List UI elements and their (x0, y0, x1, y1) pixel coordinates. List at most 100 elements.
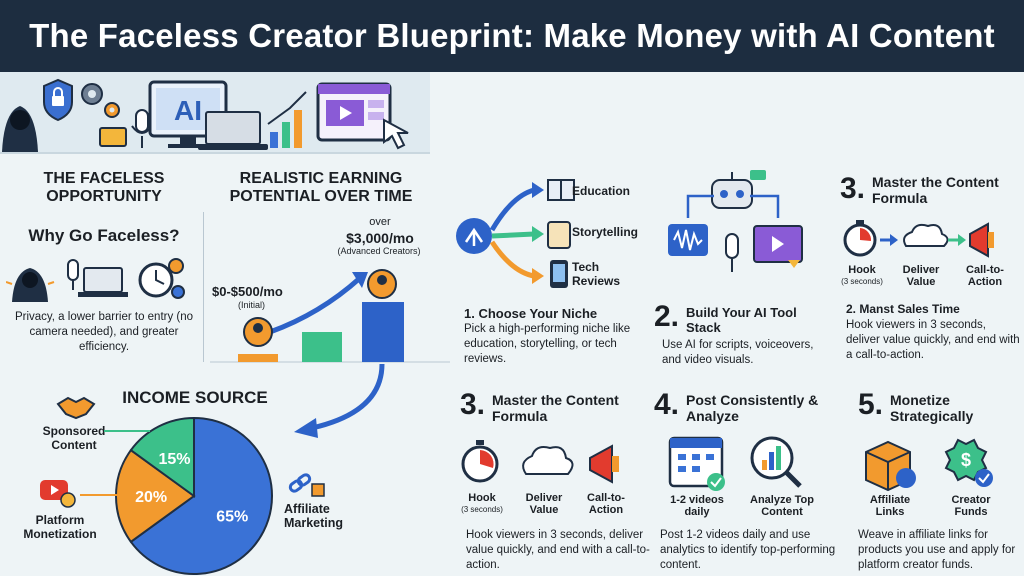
magnifier-chart-icon (750, 436, 802, 488)
creator-avatar-icon (243, 317, 273, 347)
sponsored-connector (104, 430, 150, 432)
niche-item-tech: Tech Reviews (572, 260, 621, 288)
formula-top-sub: 2. Manst Sales Time (846, 302, 960, 316)
svg-text:AI: AI (174, 95, 202, 126)
growth-chart-icon (267, 91, 307, 148)
why-faceless-heading: Why Go Faceless? (28, 226, 180, 245)
money-badge-icon: $ (944, 438, 993, 487)
folder-icon (99, 127, 127, 147)
monetize-affiliate-label: Affiliate Links (869, 494, 911, 518)
formula-bottom-hook-note: (3 seconds) (461, 505, 503, 514)
low-earning-note: (Initial) (238, 300, 266, 310)
gear-icon (81, 83, 120, 118)
earning-chart (210, 214, 450, 364)
flow-arrow (272, 362, 402, 442)
high-earning-over: over (369, 216, 391, 228)
pie-slice-label: 15% (159, 451, 191, 468)
affiliate-label: Affiliate Marketing (284, 502, 344, 530)
robot-icon (711, 170, 766, 209)
book-icon (547, 179, 575, 201)
stack-text: Use AI for scripts, voiceovers, and vide… (662, 339, 814, 366)
microphone-icon (725, 233, 739, 272)
niche-text: Pick a high-performing niche like educat… (464, 323, 631, 365)
laptop-icon (198, 111, 268, 150)
niche-heading: 1. Choose Your Niche (464, 306, 598, 321)
opportunity-heading: THE FACELESS OPPORTUNITY (43, 170, 165, 206)
video-window-icon (316, 82, 392, 142)
earning-heading: REALISTIC EARNING POTENTIAL OVER TIME (229, 170, 413, 206)
header-banner: AI (0, 72, 430, 154)
formula-bottom-text: Hook viewers in 3 seconds, deliver value… (466, 529, 650, 571)
post-icons (664, 432, 834, 492)
divider (203, 212, 204, 362)
hooded-figure-icon (6, 268, 55, 302)
clock-gear-icon (138, 258, 185, 299)
pie-slice (129, 416, 195, 498)
initial-bar (238, 354, 278, 362)
post-analyze-label: Analyze Top Content (750, 494, 814, 518)
sponsored-label: Sponsored Content (42, 424, 106, 452)
formula-top-text: Hook viewers in 3 seconds, deliver value… (846, 319, 1020, 361)
scroll-icon (547, 221, 571, 249)
post-daily-label: 1-2 videos daily (670, 494, 724, 518)
youtube-coin-icon (38, 478, 78, 508)
niche-diagram (452, 176, 642, 296)
formula-top-hook: Hook (848, 264, 876, 276)
video-player-icon (753, 225, 803, 268)
monetize-heading: Monetize Strategically (890, 392, 974, 425)
formula-bottom-heading: Master the Content Formula (492, 392, 619, 425)
platform-label: Platform Monetization (23, 513, 97, 541)
mid-bar (302, 332, 342, 362)
soundwave-icon (668, 224, 708, 256)
advanced-bar (362, 302, 404, 362)
high-earning-value: $3,000/mo (346, 230, 414, 246)
thought-cloud-icon (903, 223, 949, 247)
microphone-laptop-icon (67, 259, 128, 297)
link-box-icon (288, 472, 328, 502)
stopwatch-icon (843, 220, 877, 257)
cursor-hand-icon (383, 118, 409, 150)
formula-top-icons (838, 214, 1018, 262)
formula-bottom-deliver: Deliver Value (525, 492, 563, 516)
low-earning-value: $0-$500/mo (212, 284, 283, 299)
ai-stack-diagram (654, 168, 814, 280)
stack-number: 2. (654, 300, 680, 333)
post-heading: Post Consistently & Analyze (686, 392, 819, 425)
formula-top-heading: Master the Content Formula (872, 174, 999, 207)
niche-item-education: Education (572, 184, 631, 198)
formula-bottom-hook: Hook (468, 492, 496, 504)
split-arrow-icon (464, 227, 484, 246)
package-cart-icon (865, 440, 916, 492)
page-title: The Faceless Creator Blueprint: Make Mon… (0, 0, 1024, 72)
handshake-icon (56, 392, 96, 422)
hooded-figure-icon (2, 106, 38, 152)
monetize-number: 5. (858, 388, 884, 421)
calendar-icon (668, 436, 725, 491)
phone-icon (550, 260, 568, 288)
pie-slice-label: 20% (135, 489, 167, 506)
platform-connector (80, 494, 120, 496)
megaphone-icon (589, 444, 619, 484)
megaphone-icon (969, 222, 994, 258)
formula-bottom-cta: Call-to-Action (587, 492, 625, 516)
formula-top-hook-note: (3 seconds) (841, 277, 883, 286)
formula-bottom-icons (458, 434, 638, 490)
stack-heading: Build Your AI Tool Stack (686, 305, 797, 335)
opportunity-text: Privacy, a lower barrier to entry (no ca… (14, 311, 194, 353)
thought-cloud-icon (522, 446, 574, 475)
shield-lock-icon (43, 78, 73, 122)
formula-top-number: 3. (840, 172, 866, 205)
formula-top-cta: Call-to-Action (966, 264, 1004, 288)
income-heading: INCOME SOURCE (122, 388, 268, 407)
why-icons (6, 254, 202, 302)
income-pie-chart: 65% 20% 15% (104, 408, 284, 576)
svg-text:$: $ (961, 450, 971, 470)
advanced-avatar-icon (367, 269, 397, 299)
formula-top-deliver: Deliver Value (902, 264, 940, 288)
stopwatch-icon (461, 440, 499, 483)
pie-slice-label: 65% (216, 508, 248, 525)
pie-slice (129, 416, 273, 575)
high-earning-note: (Advanced Creators) (337, 246, 421, 256)
monetize-text: Weave in affiliate links for products yo… (858, 529, 1016, 571)
monetize-funds-label: Creator Funds (951, 494, 991, 518)
